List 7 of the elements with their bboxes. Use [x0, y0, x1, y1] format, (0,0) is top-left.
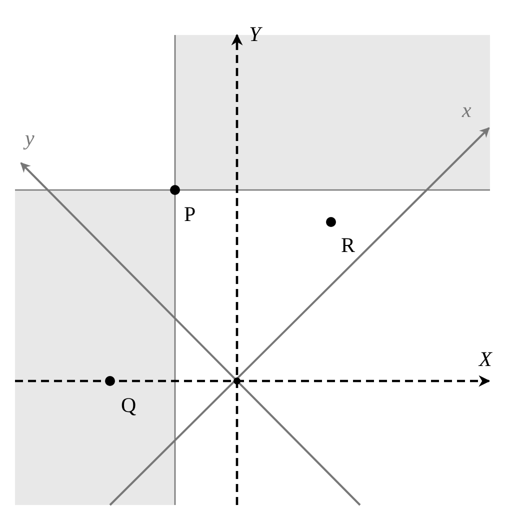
axis-label: X: [479, 349, 492, 370]
point-label: P: [184, 204, 196, 225]
point-label: R: [341, 235, 356, 256]
point-label: Q: [121, 395, 136, 416]
axis-label: y: [25, 128, 34, 149]
axis-label: Y: [249, 24, 261, 45]
axis-label: x: [462, 100, 472, 121]
